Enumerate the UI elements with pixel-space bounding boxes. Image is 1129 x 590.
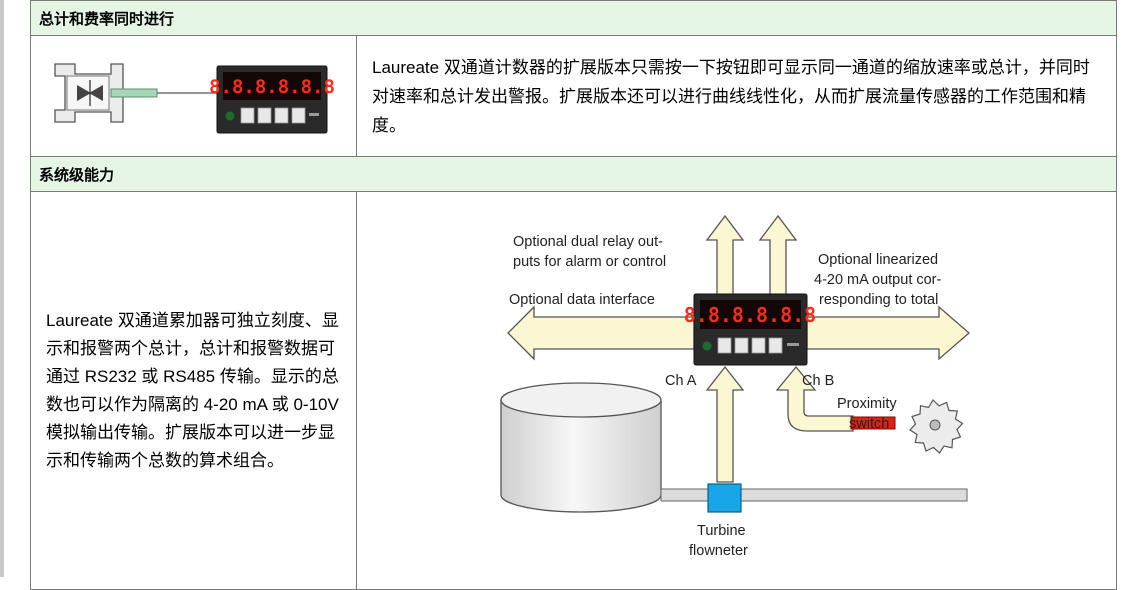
proximity-switch-probe <box>850 416 896 430</box>
section-text-total-and-rate: Laureate 双通道计数器的扩展版本只需按一下按钮即可显示同一通道的缩放速率… <box>355 35 1118 157</box>
label-proximity-line1: Proximity <box>837 396 897 412</box>
relay-output-arrow-1 <box>705 214 745 303</box>
label-relay-line2: puts for alarm or control <box>513 254 666 270</box>
gear-icon <box>909 399 964 454</box>
data-interface-arrow <box>507 305 695 361</box>
section-header-total-and-rate: 总计和费率同时进行 <box>29 0 1118 36</box>
system-diagram-cell: 8.8.8.8.8.8 Optional dual relay out- put… <box>355 191 1118 590</box>
spec-table: 总计和费率同时进行 8.8.8.8.8.8 <box>29 0 1118 590</box>
flow-meter-illustration: 8.8.8.8.8.8 <box>54 63 335 134</box>
section-header-system-level: 系统级能力 <box>29 156 1118 192</box>
storage-tank <box>500 382 662 513</box>
relay-output-arrow-2 <box>758 214 798 303</box>
label-analog-line1: Optional linearized <box>818 252 938 268</box>
panel-meter-icon: 8.8.8.8.8.8 <box>684 293 816 366</box>
meter-lcd-readout: 8.8.8.8.8.8 <box>209 76 335 98</box>
flow-pipe <box>660 488 968 502</box>
label-relay-line1: Optional dual relay out- <box>513 234 663 250</box>
flow-meter-image-cell: 8.8.8.8.8.8 <box>30 35 357 157</box>
label-turbine-line2: flowneter <box>689 543 748 559</box>
left-scroll-edge <box>0 0 4 577</box>
label-analog-line2: 4-20 mA output cor- <box>814 272 942 288</box>
label-data-interface: Optional data interface <box>509 292 655 308</box>
section-text-system-level: Laureate 双通道累加器可独立刻度、显示和报警两个总计，总计和报警数据可通… <box>30 191 357 590</box>
system-diagram: 8.8.8.8.8.8 Optional dual relay out- put… <box>500 214 970 559</box>
inline-flow-sensor-icon <box>54 63 124 123</box>
channel-a-arrow <box>705 365 745 483</box>
label-channel-a: Ch A <box>665 373 697 389</box>
panel-meter-icon: 8.8.8.8.8.8 <box>209 65 335 134</box>
meter-lcd-readout: 8.8.8.8.8.8 <box>684 303 816 327</box>
sensor-probe <box>110 88 158 98</box>
label-channel-b: Ch B <box>802 373 834 389</box>
label-proximity-line2: switch <box>849 416 889 432</box>
label-analog-line3: responding to total <box>819 292 938 308</box>
channel-b-arrow <box>775 365 854 432</box>
analog-output-arrow <box>806 305 970 361</box>
turbine-flowmeter <box>707 483 742 513</box>
label-turbine-line1: Turbine <box>697 523 746 539</box>
